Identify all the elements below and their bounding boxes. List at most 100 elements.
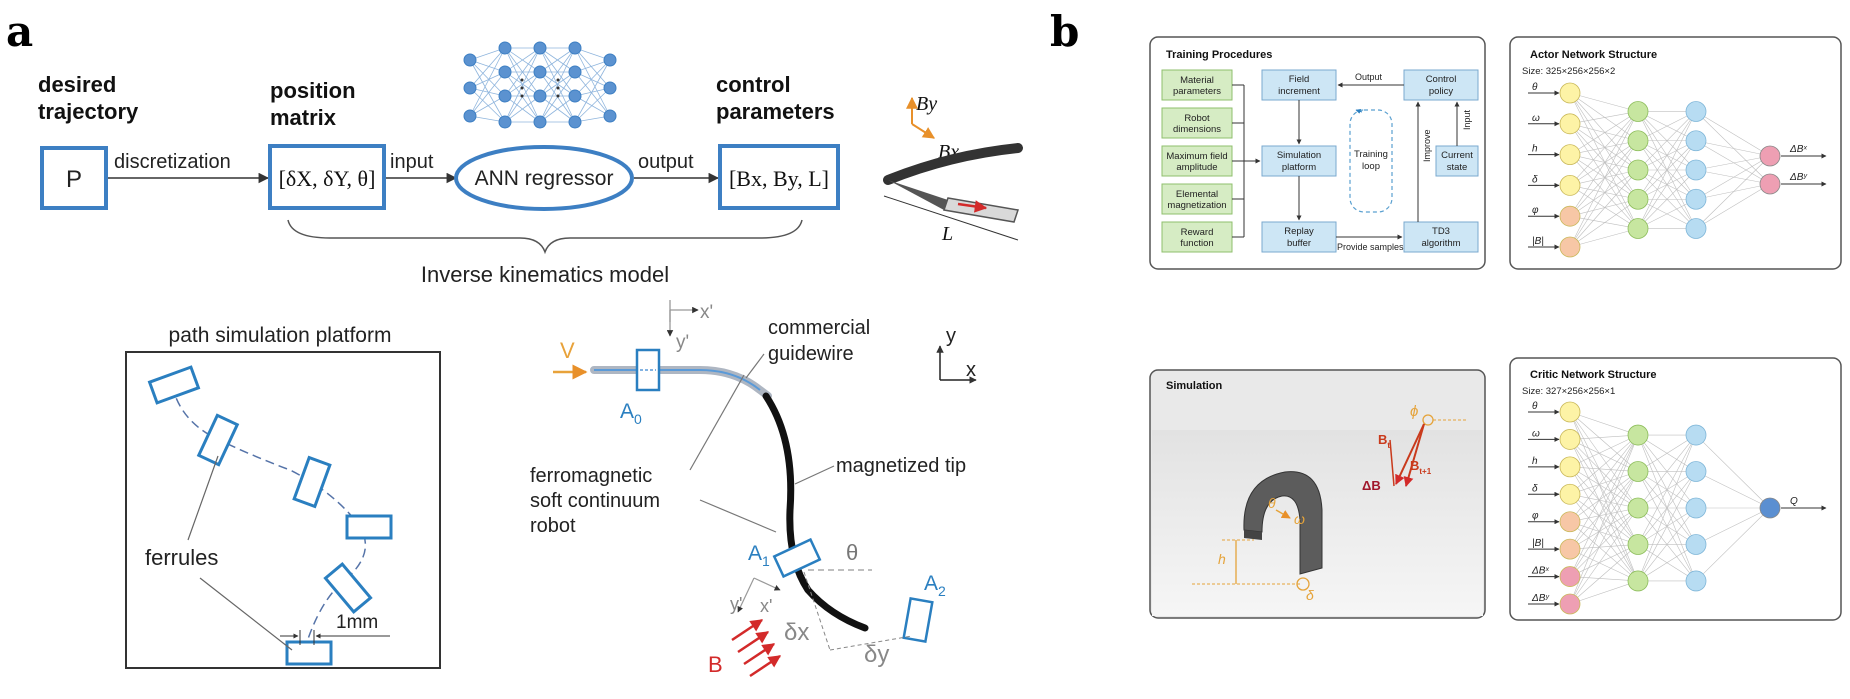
net-input-label: ΔBʸ	[1531, 593, 1550, 604]
net-input-node	[1559, 174, 1581, 196]
control-parameters-content: [Bx, By, L]	[729, 166, 829, 191]
path-sim-title: path simulation platform	[169, 324, 392, 347]
sim-platform-line1: Simulation	[1277, 150, 1321, 161]
net-input-label: |B|	[1532, 538, 1544, 549]
critic-size: Size: 327×256×256×1	[1522, 386, 1615, 397]
xprime-bottom-label: x'	[760, 596, 772, 616]
ann-node	[603, 109, 617, 123]
ann-network-icon	[463, 41, 617, 129]
net-output-label: ΔBˣ	[1789, 144, 1807, 155]
dy-label: δy	[864, 641, 889, 668]
simulation-title: Simulation	[1166, 380, 1223, 392]
net-hidden-node	[1627, 534, 1649, 555]
control-parameters-label-1: control	[716, 72, 791, 97]
discretization-label: discretization	[114, 151, 231, 173]
input-label: input	[390, 151, 434, 173]
provide-samples-label: Provide samples	[1337, 242, 1404, 252]
net-hidden-node	[1685, 497, 1707, 519]
training-input-box-label: amplitude	[1176, 162, 1217, 173]
net-input-label: θ	[1532, 401, 1538, 412]
ferrule-boxes	[147, 365, 393, 666]
a0-label: A0	[620, 400, 642, 427]
control-policy-line2: policy	[1429, 86, 1454, 97]
training-input-box	[1161, 145, 1233, 177]
training-loop-line1: Training	[1354, 149, 1388, 160]
by-label: By	[916, 93, 937, 115]
ferrule-pointer-2	[199, 577, 293, 651]
ann-node	[498, 115, 512, 129]
sim-platform-line2: platform	[1282, 162, 1316, 173]
sim-bt: Bt	[1378, 432, 1390, 450]
field-increment-line2: increment	[1278, 86, 1320, 97]
ann-node	[498, 89, 512, 103]
commercial-label-1: commercial	[768, 317, 870, 339]
current-state-line1: Current	[1441, 150, 1473, 161]
ferrule-pointer-1	[187, 455, 219, 541]
output-label: output	[638, 151, 694, 173]
panel-letter-b: b	[1050, 7, 1079, 56]
sim-h: h	[1218, 551, 1226, 567]
ann-node	[568, 115, 582, 129]
sim-phi: ϕ	[1410, 403, 1418, 420]
training-input-box-label: Robot	[1184, 113, 1210, 124]
net-input-node	[1559, 566, 1581, 587]
training-input-box-label: Reward	[1181, 227, 1214, 238]
net-hidden-node	[1685, 188, 1707, 210]
training-title: Training Procedures	[1166, 49, 1272, 61]
ann-node	[463, 109, 477, 123]
ann-regressor-ellipse	[454, 145, 634, 211]
output-flow-label: Output	[1355, 72, 1383, 82]
improve-label: Improve	[1422, 129, 1432, 162]
training-input-box-label: function	[1180, 238, 1213, 249]
mm-label: 1mm	[336, 612, 378, 633]
ann-node	[568, 89, 582, 103]
net-output-label: Q	[1790, 496, 1798, 507]
ferrules-label: ferrules	[145, 545, 218, 570]
ann-node	[463, 81, 477, 95]
net-hidden-node	[1627, 159, 1649, 181]
ikm-brace	[287, 219, 803, 255]
training-input-box-label: parameters	[1173, 86, 1221, 97]
sim-theta: θ	[1268, 495, 1276, 511]
xprime-top-label: x'	[700, 302, 713, 323]
net-input-node	[1559, 538, 1581, 560]
ann-node	[533, 89, 547, 103]
ann-node	[533, 65, 547, 79]
net-input-node	[1559, 401, 1581, 423]
net-hidden-node	[1627, 461, 1649, 482]
actor-size: Size: 325×256×256×2	[1522, 66, 1615, 77]
commercial-label-2: guidewire	[768, 343, 854, 365]
net-hidden-node	[1685, 570, 1707, 592]
net-hidden-node	[1685, 461, 1707, 482]
net-input-node	[1559, 456, 1581, 478]
net-input-node	[1559, 236, 1581, 258]
training-input-box-label: dimensions	[1173, 124, 1221, 135]
net-hidden-node	[1627, 101, 1649, 122]
theta-label: θ	[846, 540, 858, 565]
guidewire-schematic: V A0 x' y' commercial guidewire ferromag…	[530, 300, 977, 678]
ferro-label-1: ferromagnetic	[530, 465, 652, 487]
training-input-box-label: Maximum field	[1166, 151, 1227, 162]
yprime-bottom-label: y'	[730, 594, 742, 614]
ann-node	[533, 115, 547, 129]
sim-bt1: Bt+1	[1410, 458, 1432, 476]
ann-node	[498, 41, 512, 55]
net-hidden-node	[1685, 130, 1707, 152]
critic-panel	[1509, 357, 1842, 621]
l-label: L	[941, 223, 953, 245]
control-parameters-box	[718, 144, 840, 210]
sim-db: ΔB	[1362, 478, 1381, 493]
position-matrix-content: [δX, δY, θ]	[279, 166, 376, 191]
net-input-label: δ	[1532, 174, 1538, 185]
td3-line2: algorithm	[1421, 238, 1460, 249]
training-input-box	[1161, 221, 1233, 253]
net-hidden-node	[1627, 218, 1649, 239]
ikm-label: Inverse kinematics model	[421, 262, 669, 287]
training-input-box-label: Material	[1180, 75, 1214, 86]
net-input-node	[1559, 593, 1581, 615]
ann-node	[463, 53, 477, 67]
net-input-node	[1559, 144, 1581, 166]
axis-y-label: y	[946, 325, 956, 347]
training-input-box	[1161, 107, 1233, 139]
